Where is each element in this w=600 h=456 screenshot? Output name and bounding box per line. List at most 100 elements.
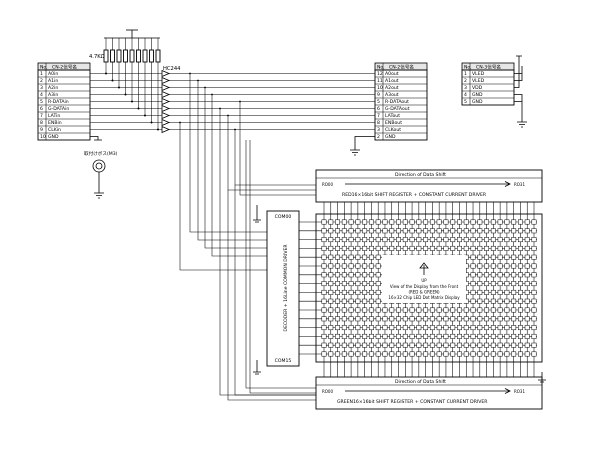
led-dot	[531, 272, 537, 278]
led-dot	[328, 237, 334, 243]
led-dot	[457, 316, 462, 322]
led-dot	[470, 219, 476, 225]
connector-pin-no: 1	[40, 71, 43, 77]
led-dot	[396, 219, 401, 225]
led-dot	[484, 219, 490, 225]
led-dot	[362, 237, 368, 243]
connector-pin-no: 7	[40, 113, 43, 119]
led-dot	[531, 228, 537, 234]
led-dot	[328, 351, 334, 357]
matrix-up-label: UP	[421, 278, 427, 283]
pullup-resistor-bank: 4.7KΩ	[89, 29, 161, 131]
led-dot	[504, 342, 510, 348]
led-dot	[341, 263, 347, 269]
led-dot	[504, 254, 510, 260]
led-dot	[368, 219, 374, 225]
led-dot	[362, 219, 368, 225]
led-dot	[490, 325, 496, 331]
led-dot	[375, 342, 381, 348]
led-dot	[375, 289, 381, 295]
led-dot	[470, 333, 476, 339]
led-dot	[470, 325, 476, 331]
led-dot	[375, 228, 381, 234]
led-dot	[409, 333, 415, 339]
led-dot	[450, 351, 456, 357]
led-dot	[396, 237, 401, 243]
led-dot	[355, 298, 361, 304]
led-dot	[518, 333, 523, 339]
connector-pin-name: ENBin	[48, 120, 62, 126]
led-dot	[443, 325, 449, 331]
led-dot	[490, 219, 496, 225]
led-dot	[335, 316, 340, 322]
led-dot	[484, 237, 490, 243]
led-dot	[335, 254, 340, 260]
led-dot	[457, 351, 462, 357]
led-dot	[382, 351, 388, 357]
led-dot	[341, 333, 347, 339]
connector-pin-no: 10	[40, 134, 46, 140]
led-dot	[450, 219, 456, 225]
led-dot	[484, 316, 490, 322]
connector-pin-name: ENBout	[385, 120, 402, 126]
led-dot	[436, 342, 442, 348]
green-driver: Direction of Data Shift RO00 RO31 GREEN1…	[315, 376, 543, 410]
led-dot	[484, 281, 490, 287]
led-dot	[490, 254, 496, 260]
connector-pin-no: 7	[377, 113, 380, 119]
led-dot	[389, 316, 395, 322]
decoder-title: DECODER + 16Line COMMON DRIVER	[283, 244, 289, 332]
led-dot	[524, 333, 530, 339]
connector-pin-no: 12	[377, 71, 383, 77]
led-dot	[524, 237, 530, 243]
led-dot	[402, 219, 408, 225]
led-dot	[348, 289, 354, 295]
connector-pin-no: 6	[40, 106, 43, 112]
led-dot	[436, 219, 442, 225]
led-dot	[504, 263, 510, 269]
buffer-gate	[161, 97, 171, 106]
connector-pin-name: VLED	[472, 71, 485, 77]
led-dot	[477, 245, 483, 251]
led-dot	[511, 342, 517, 348]
led-dot	[355, 263, 361, 269]
led-dot	[511, 272, 517, 278]
led-dot	[355, 281, 361, 287]
connector-pin-name: GND	[472, 92, 483, 98]
led-dot	[348, 281, 354, 287]
led-dot	[348, 237, 354, 243]
led-dot	[321, 219, 327, 225]
buffer-gate	[161, 125, 171, 134]
resistor	[116, 49, 122, 63]
led-dot	[355, 245, 361, 251]
led-dot	[463, 316, 469, 322]
led-dot	[416, 228, 422, 234]
led-dot	[341, 351, 347, 357]
decoder-top-label: COM00	[275, 214, 292, 220]
led-dot	[368, 263, 374, 269]
led-dot	[362, 228, 368, 234]
led-dot	[375, 245, 381, 251]
connector-pin-name: CLKin	[48, 127, 61, 133]
led-dot	[396, 228, 401, 234]
led-dot	[463, 333, 469, 339]
led-dot	[511, 245, 517, 251]
led-dot	[477, 307, 483, 313]
led-dot	[423, 316, 429, 322]
led-dot	[490, 298, 496, 304]
led-dot	[423, 307, 429, 313]
led-dot	[484, 351, 490, 357]
led-dot	[389, 237, 395, 243]
connector-in-header-no: No.	[40, 65, 48, 71]
led-dot	[321, 289, 327, 295]
led-dot	[470, 254, 476, 260]
led-dot	[328, 298, 334, 304]
led-dot	[470, 263, 476, 269]
led-dot	[477, 333, 483, 339]
led-dot	[321, 245, 327, 251]
led-dot	[355, 342, 361, 348]
led-dot	[355, 272, 361, 278]
buffer-gate	[161, 104, 171, 113]
led-dot	[341, 237, 347, 243]
led-dot	[531, 254, 537, 260]
